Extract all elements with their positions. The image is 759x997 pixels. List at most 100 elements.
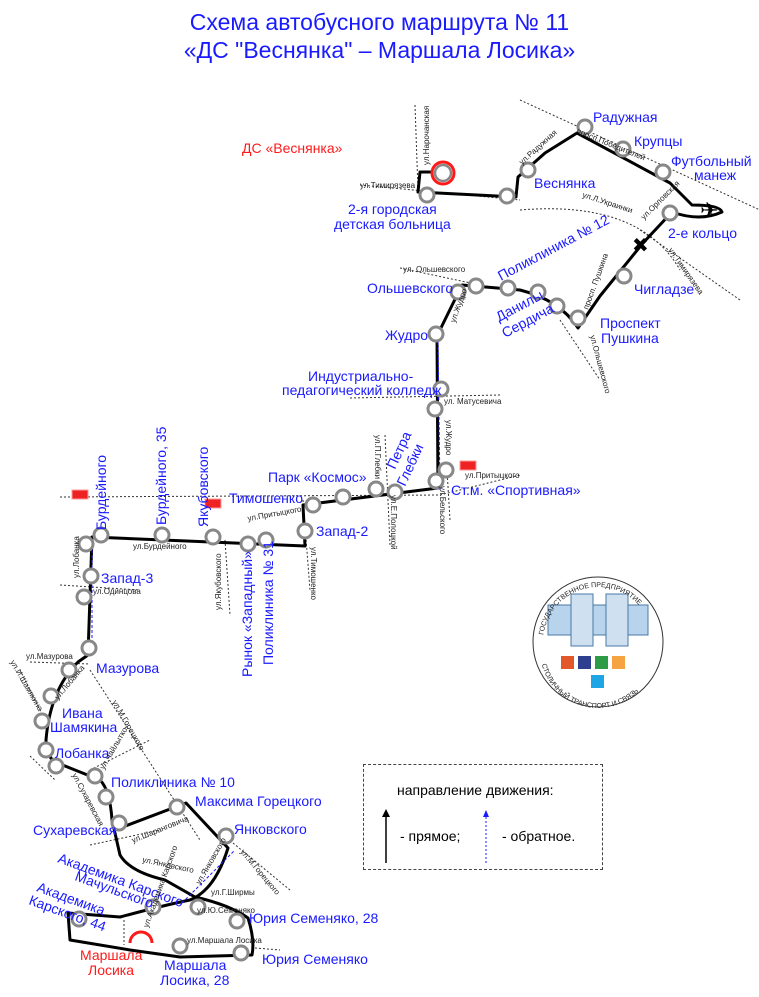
stop[interactable]	[77, 535, 95, 553]
forward-arrow-icon	[382, 809, 390, 863]
stop-label: Парк «Космос»	[268, 469, 367, 485]
terminal-losika-marker[interactable]	[128, 930, 154, 944]
stop-label: Юрия Семеняко, 28	[249, 910, 378, 926]
stop-label: Радужная	[593, 109, 657, 125]
stop-pushkina[interactable]	[569, 309, 587, 327]
stop-label: Янковского	[234, 821, 307, 837]
street-label: ул.Одинцова	[93, 587, 141, 596]
street-label: ул.Маршала Лосика	[187, 936, 262, 945]
stop[interactable]	[86, 767, 104, 785]
stop-sportivnaya[interactable]	[427, 472, 445, 490]
stop-zapad-3[interactable]	[82, 567, 100, 585]
title-line1: Схема автобусного маршрута № 11	[189, 9, 570, 35]
backward-arrow-icon	[483, 810, 489, 863]
stop-label: Ивана	[62, 705, 103, 721]
stop-polyclinic-10[interactable]	[97, 788, 115, 806]
stop-label: Сухаревская	[33, 822, 116, 838]
stop-label: Ольшевского	[367, 280, 453, 296]
stop-label: Лобанка	[55, 745, 110, 761]
stop-yankovskogo[interactable]	[217, 827, 235, 845]
stop-label: манеж	[694, 167, 737, 183]
stop-label: Бурдейного	[93, 455, 109, 530]
stop-semenyako-28[interactable]	[189, 898, 207, 916]
stop-label: Индустриально-	[308, 368, 414, 384]
stop-rynok[interactable]	[239, 535, 257, 553]
stop-olshevskogo[interactable]	[449, 283, 467, 301]
stop[interactable]	[367, 480, 385, 498]
stop-gorestkogo[interactable]	[168, 798, 186, 816]
street-label: ул.Г.Ширмы	[211, 888, 255, 897]
terminal-end-label: Лосика	[88, 962, 134, 978]
stop-sedicha[interactable]	[529, 283, 547, 301]
stop-kruptsy[interactable]	[614, 140, 632, 158]
stop-machulskogo[interactable]	[144, 898, 162, 916]
legend-forward: - прямое;	[400, 828, 461, 844]
stop-mazurova[interactable]	[80, 639, 98, 657]
stop[interactable]	[426, 400, 444, 418]
stop-lobanka[interactable]	[37, 741, 55, 759]
stop-label: педагогический колледж	[282, 382, 442, 398]
interchange-icon: ✈	[700, 198, 718, 223]
stop-losika-28[interactable]	[171, 937, 189, 955]
stop-zhudro[interactable]	[427, 325, 445, 343]
street-label: ул.Шаранговича	[130, 814, 190, 845]
street-label: ул.Бельского	[438, 486, 447, 535]
stop-2nd-ring[interactable]	[661, 204, 679, 222]
stop-vesnyanka[interactable]	[498, 187, 516, 205]
stop-polyclinic-31[interactable]	[257, 531, 275, 549]
stop-chigladze[interactable]	[615, 267, 633, 285]
street-label: ул.Тимирязева	[360, 181, 416, 190]
stop-shamyakina[interactable]	[33, 712, 51, 730]
stop-polyclinic-12[interactable]	[499, 279, 517, 297]
stop[interactable]	[47, 757, 65, 775]
stop-karskogo-44[interactable]	[70, 910, 88, 928]
stop-burdeinogo-35[interactable]	[153, 526, 171, 544]
stop-zapad-2[interactable]	[296, 522, 314, 540]
terminal-vesnyanka-inner	[433, 163, 453, 183]
stop[interactable]	[548, 297, 566, 315]
stop[interactable]	[437, 461, 455, 479]
street-label: ул.Ю.Семеняко	[197, 906, 256, 915]
stop-label: Бурдейного, 35	[153, 426, 169, 525]
stop-label: Поликлиника № 31	[260, 541, 276, 665]
stop[interactable]	[60, 661, 78, 679]
stop-label: Веснянка	[534, 175, 596, 191]
street-label: ул. Матусевича	[444, 397, 502, 406]
stop[interactable]	[467, 277, 485, 295]
street-label: ул.Бурдейного	[133, 542, 187, 551]
street-label: ул.Л.Украинки	[581, 190, 633, 215]
stop-label: Жудро	[385, 327, 428, 343]
stop-label: Мазурова	[96, 660, 159, 676]
stop-yakubovskogo[interactable]	[204, 528, 222, 546]
stop[interactable]	[519, 161, 537, 179]
stop[interactable]	[75, 588, 93, 606]
legend: направление движения: - прямое; - обратн…	[363, 764, 603, 870]
terminal-vesnyanka-marker[interactable]	[430, 160, 456, 186]
stop[interactable]	[228, 912, 246, 930]
stop[interactable]	[42, 687, 60, 705]
street-label: ул.П.Глебки	[373, 435, 382, 479]
stop-raduzhnaya[interactable]	[576, 118, 594, 136]
stop-kosmos[interactable]	[334, 488, 352, 506]
stop-2nd-hospital[interactable]	[418, 186, 436, 204]
street-label: ул.Тимошенко	[309, 547, 318, 601]
stop-label: Поликлиника № 10	[111, 774, 235, 790]
stop-label: Максима Горецкого	[195, 793, 322, 809]
legend-title: направление движения:	[397, 782, 554, 798]
street-label: ул.Е.Полоцкой	[389, 495, 398, 550]
stop-burdeinogo[interactable]	[92, 526, 110, 544]
street-label: ул.Притыцкого	[247, 505, 303, 523]
street-label: ул.Притыцкого	[465, 471, 520, 480]
stop-football[interactable]	[654, 163, 672, 181]
stop-label: 2-е кольцо	[668, 225, 737, 241]
street-label: ул.Нарочанская	[422, 106, 431, 165]
stop-glebki[interactable]	[386, 483, 404, 501]
stop-label: Пушкина	[601, 330, 659, 346]
stop-timoshenko[interactable]	[304, 496, 322, 514]
stop-college[interactable]	[432, 380, 450, 398]
street-label: ул.И.Шамякина	[8, 659, 45, 713]
stop-label: Рынок «Западный»	[239, 551, 255, 677]
stop-sukharevskaya[interactable]	[110, 814, 128, 832]
stop-semenyako[interactable]	[232, 944, 250, 962]
metro-icon	[71, 460, 477, 509]
